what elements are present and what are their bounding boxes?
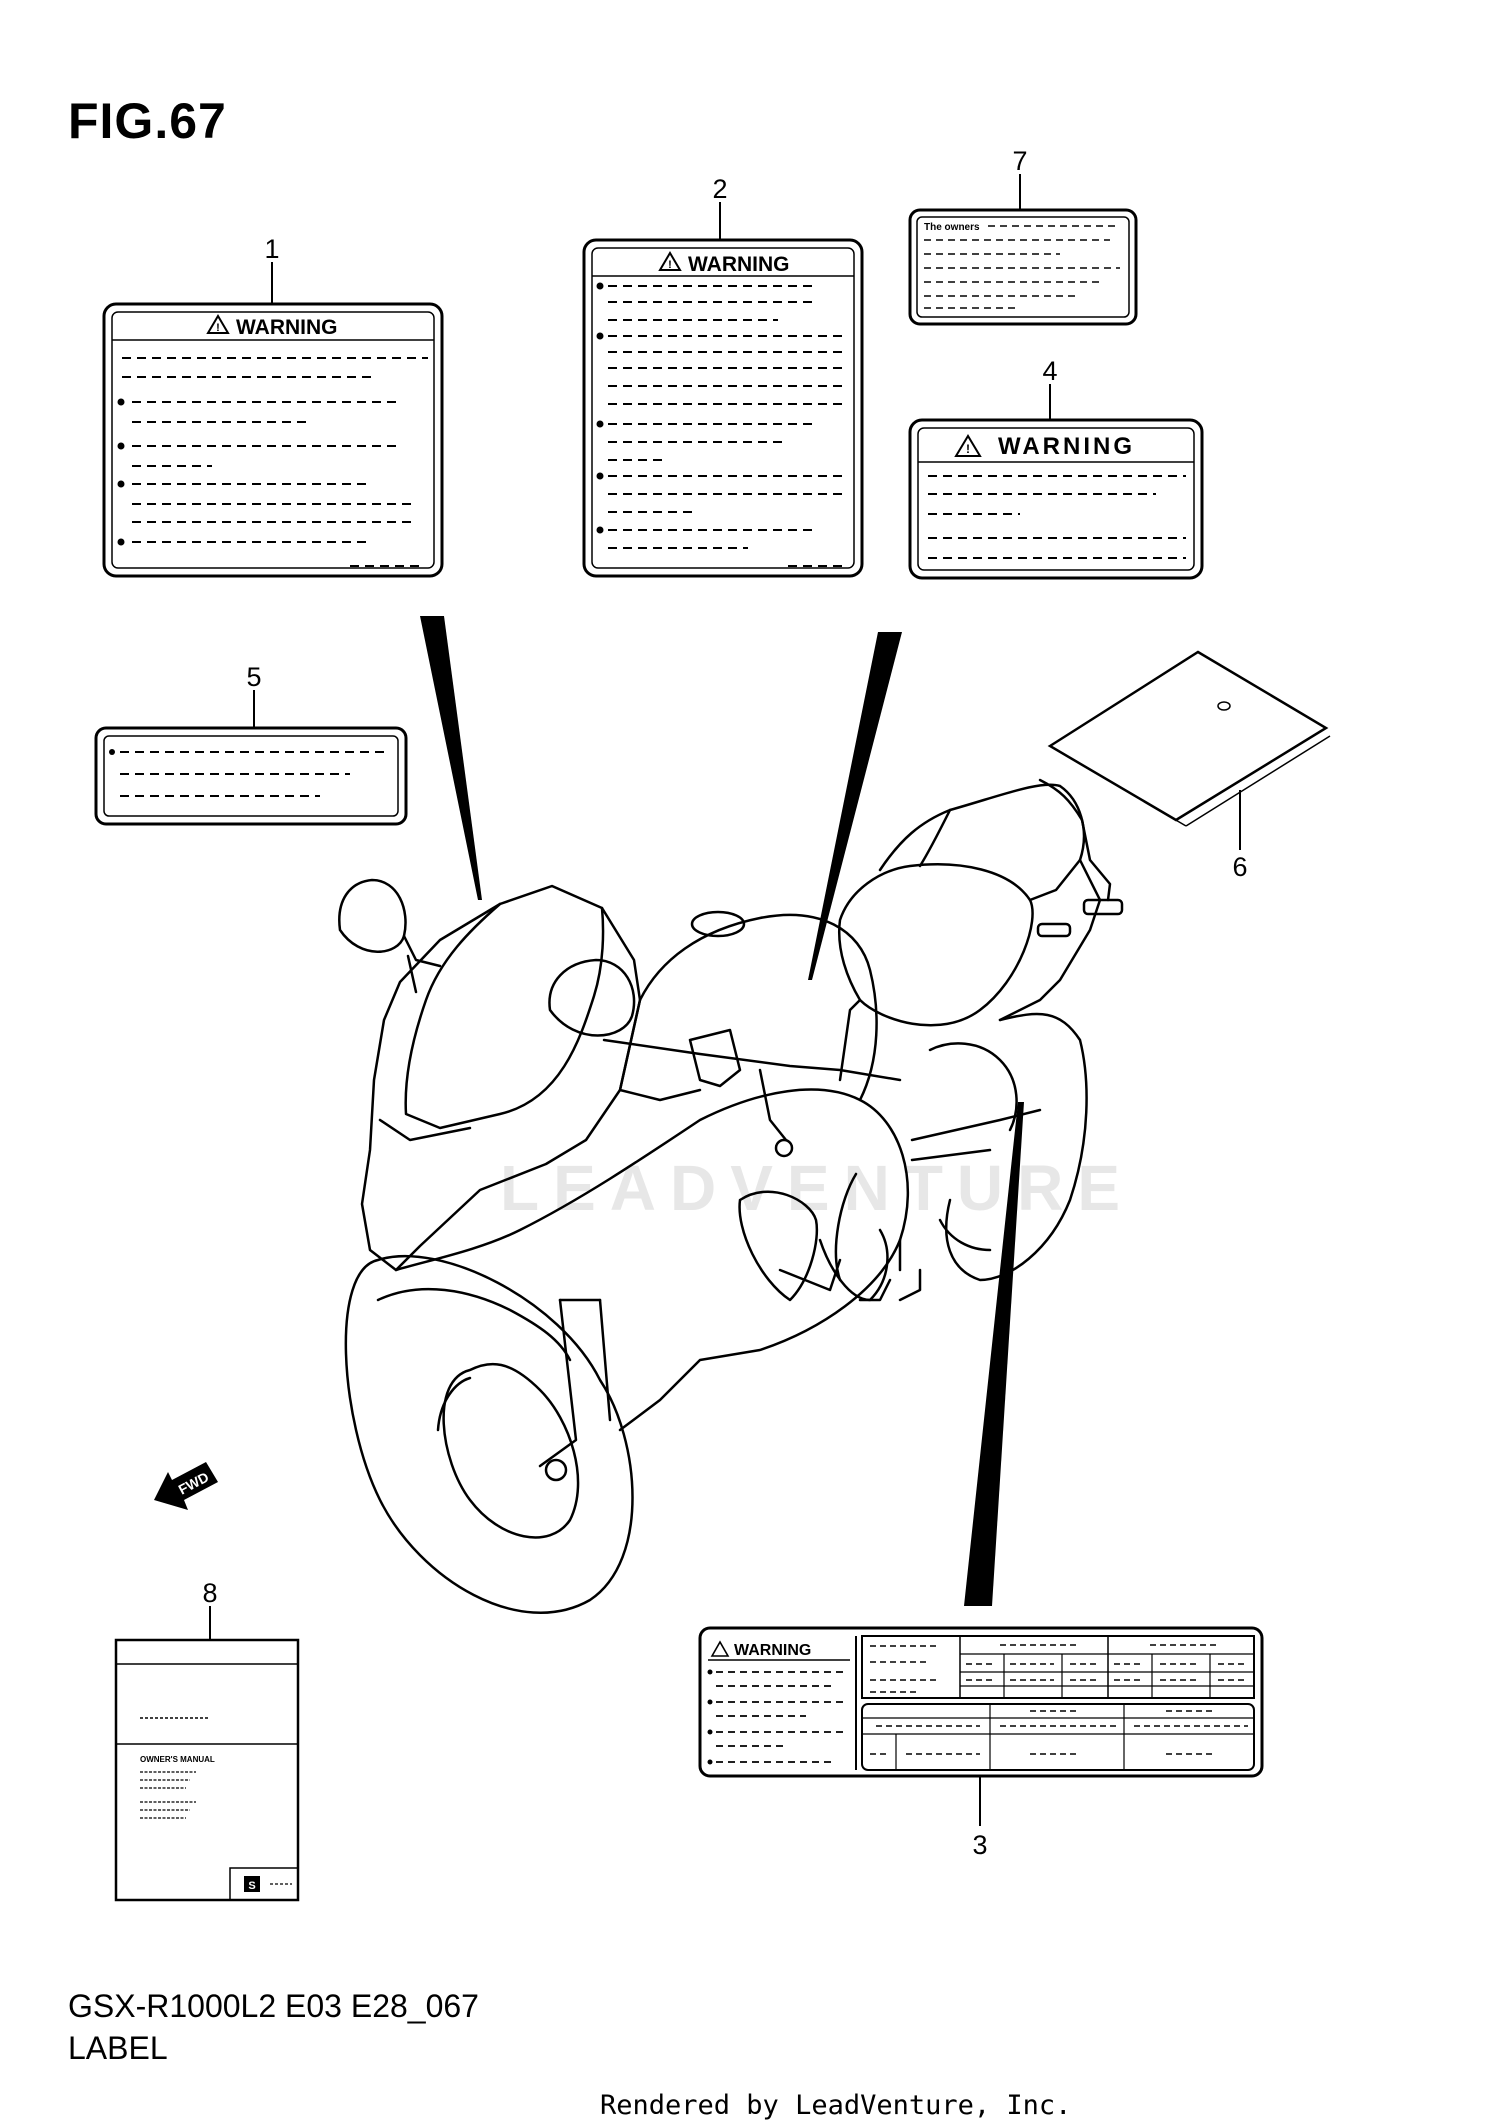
label-4-warning-text: WARNING [998, 433, 1135, 460]
label-2-warning-text: WARNING [688, 253, 790, 276]
figure-code: GSX-R1000L2 E03 E28_067 [68, 1988, 479, 2024]
motorcycle-illustration [338, 778, 1124, 1614]
fwd-arrow-icon: FWD [154, 1462, 218, 1510]
section-label: LABEL [68, 2030, 168, 2066]
svg-text:!: ! [966, 442, 970, 456]
callout-4: 4 [1042, 356, 1057, 386]
label-6-sheet[interactable] [1047, 650, 1331, 827]
label-5[interactable] [94, 726, 408, 826]
label-3-warning-text: WARNING [734, 1642, 811, 1659]
svg-text:S: S [248, 1880, 255, 1892]
figure-title: FIG.67 [68, 93, 227, 149]
label-1-warning-text: WARNING [236, 316, 338, 339]
item-8-owners-manual[interactable]: OWNER'S MANUAL S [114, 1638, 300, 1902]
label-7-owners-text: The owners [924, 222, 980, 233]
label-2-warning[interactable]: ! WARNING [582, 238, 864, 578]
rendered-by-credit: Rendered by LeadVenture, Inc. [600, 2090, 1072, 2121]
leader-lines [420, 616, 1024, 1606]
callout-2: 2 [712, 174, 727, 204]
callout-6: 6 [1232, 852, 1247, 882]
callout-1: 1 [264, 234, 279, 264]
svg-text:!: ! [216, 322, 220, 334]
label-3-warning-table[interactable]: WARNING [698, 1626, 1264, 1778]
callout-5: 5 [246, 662, 261, 692]
callout-numbers: 1 2 3 4 5 6 7 8 [202, 146, 1247, 1860]
callout-8: 8 [202, 1578, 217, 1608]
callout-3: 3 [972, 1830, 987, 1860]
svg-text:!: ! [668, 259, 672, 271]
label-4-warning[interactable]: ! WARNING [908, 418, 1204, 580]
label-7-owners[interactable]: The owners [908, 208, 1138, 326]
manual-title-text: OWNER'S MANUAL [140, 1755, 215, 1764]
callout-7: 7 [1012, 146, 1027, 176]
label-1-warning[interactable]: ! WARNING [102, 302, 444, 578]
callout-leaders [209, 174, 1241, 1826]
